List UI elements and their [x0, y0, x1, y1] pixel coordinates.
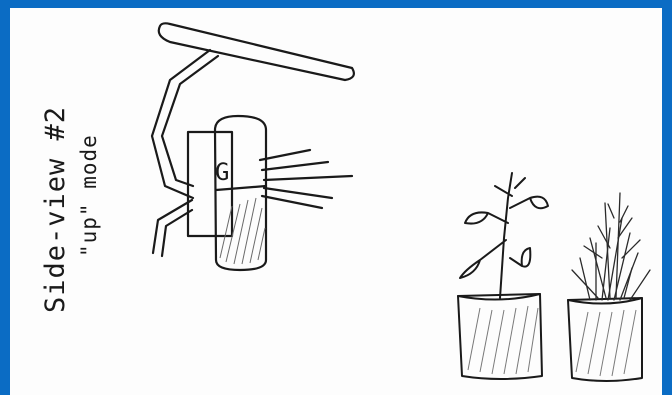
- caption-subtitle: "up" mode: [77, 106, 101, 257]
- sketch-paper: G Side-view #2 "up" mode: [10, 8, 662, 395]
- mounting-arm: [152, 50, 218, 198]
- side-view-caption: Side-view #2 "up" mode: [40, 106, 101, 313]
- caption-title: Side-view #2: [40, 106, 71, 313]
- pot-right-shading: [576, 310, 636, 376]
- sketch-drawing: [10, 8, 662, 395]
- light-ray: [262, 162, 328, 170]
- lower-arm: [153, 200, 192, 256]
- overhead-bar: [159, 23, 354, 80]
- plant-right: [572, 193, 650, 300]
- light-ray: [264, 188, 332, 198]
- plant-left: [460, 173, 548, 298]
- device-label: G: [215, 158, 229, 186]
- light-ray: [260, 150, 310, 160]
- light-ray: [262, 196, 322, 208]
- light-ray: [264, 176, 352, 180]
- cylinder-shading: [220, 198, 265, 264]
- pot-left-shading: [468, 306, 538, 374]
